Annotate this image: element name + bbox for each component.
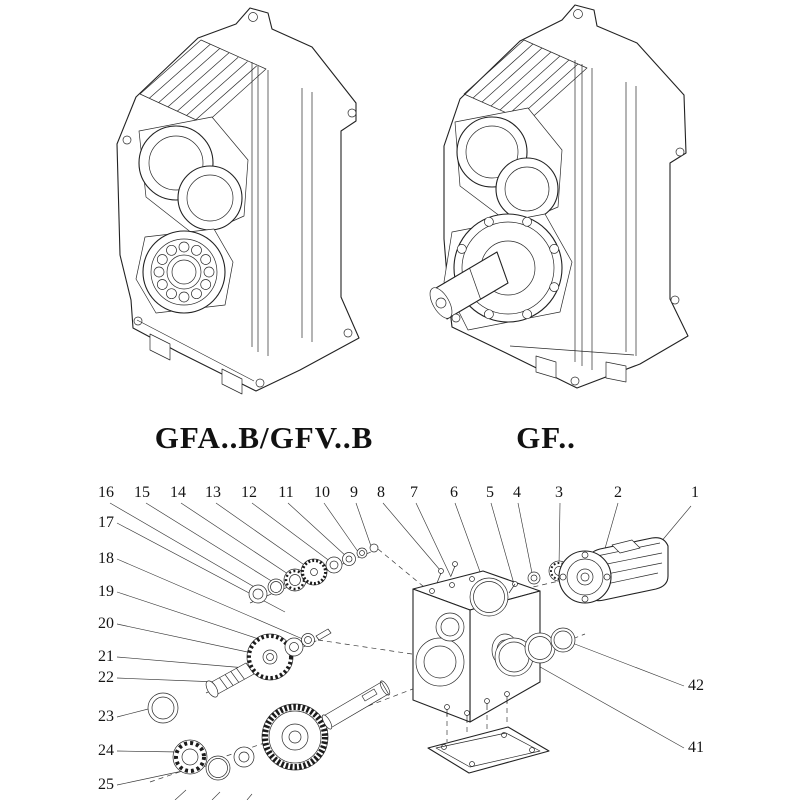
oil-plug-left xyxy=(248,12,258,22)
output-shaft-right xyxy=(429,251,509,320)
bearing-bosses-left xyxy=(138,116,249,238)
callout-5: 5 xyxy=(486,484,494,501)
callout-41: 41 xyxy=(688,739,704,756)
bottom-cover-plate xyxy=(427,691,550,774)
callout-2: 2 xyxy=(614,484,622,501)
callout-13: 13 xyxy=(205,484,221,501)
gearbox-iso-drawing-left xyxy=(116,7,360,395)
mounting-feet-left xyxy=(136,319,255,395)
output-bearing-left xyxy=(135,228,234,314)
callout-3: 3 xyxy=(555,484,563,501)
gearbox-iso-drawing-right xyxy=(429,4,689,389)
callout-8: 8 xyxy=(377,484,385,501)
callout-23: 23 xyxy=(98,708,114,725)
callout-7: 7 xyxy=(410,484,418,501)
oil-plug-right xyxy=(573,9,583,19)
bearing-bosses-right xyxy=(454,107,563,227)
corner-screws-left xyxy=(122,108,357,388)
callout-6: 6 xyxy=(450,484,458,501)
callout-15: 15 xyxy=(134,484,150,501)
housing-bolts xyxy=(436,561,458,584)
cover-bolts xyxy=(444,691,510,722)
callout-24: 24 xyxy=(98,742,114,759)
leader-lines xyxy=(109,502,692,786)
side-straps-right xyxy=(574,60,637,370)
callout-11: 11 xyxy=(278,484,293,501)
input-shaft-parts xyxy=(248,543,379,604)
callout-16: 16 xyxy=(98,484,114,501)
output-shaft-parts xyxy=(147,680,391,781)
side-straps-left xyxy=(251,62,313,356)
callout-10: 10 xyxy=(314,484,330,501)
corner-screws-right xyxy=(451,147,685,386)
motor-adapter-parts xyxy=(469,560,570,617)
intermediate-shaft-parts xyxy=(205,628,332,698)
callout-21: 21 xyxy=(98,648,114,665)
cutoff-leader-stubs xyxy=(174,789,253,800)
callout-25: 25 xyxy=(98,776,114,793)
callout-4: 4 xyxy=(513,484,521,501)
callout-17: 17 xyxy=(98,514,114,531)
callout-20: 20 xyxy=(98,615,114,632)
cooling-fins-left xyxy=(139,39,267,125)
model-label-gf: GF.. xyxy=(516,420,576,455)
callout-1: 1 xyxy=(691,484,699,501)
motor-terminal-box xyxy=(611,539,641,554)
motor-part xyxy=(558,537,669,604)
model-label-gfab-gfvb: GFA..B/GFV..B xyxy=(155,420,374,455)
callout-12: 12 xyxy=(241,484,257,501)
callout-19: 19 xyxy=(98,583,114,600)
callout-42: 42 xyxy=(688,677,704,694)
exploded-parts-diagram: 16 15 14 13 12 11 10 9 8 7 6 5 4 3 2 1 1… xyxy=(98,484,704,800)
callout-14: 14 xyxy=(170,484,186,501)
retaining-ring-parts xyxy=(494,627,576,677)
callout-22: 22 xyxy=(98,669,114,686)
callout-18: 18 xyxy=(98,550,114,567)
mounting-feet-right xyxy=(509,345,635,383)
callout-9: 9 xyxy=(350,484,358,501)
